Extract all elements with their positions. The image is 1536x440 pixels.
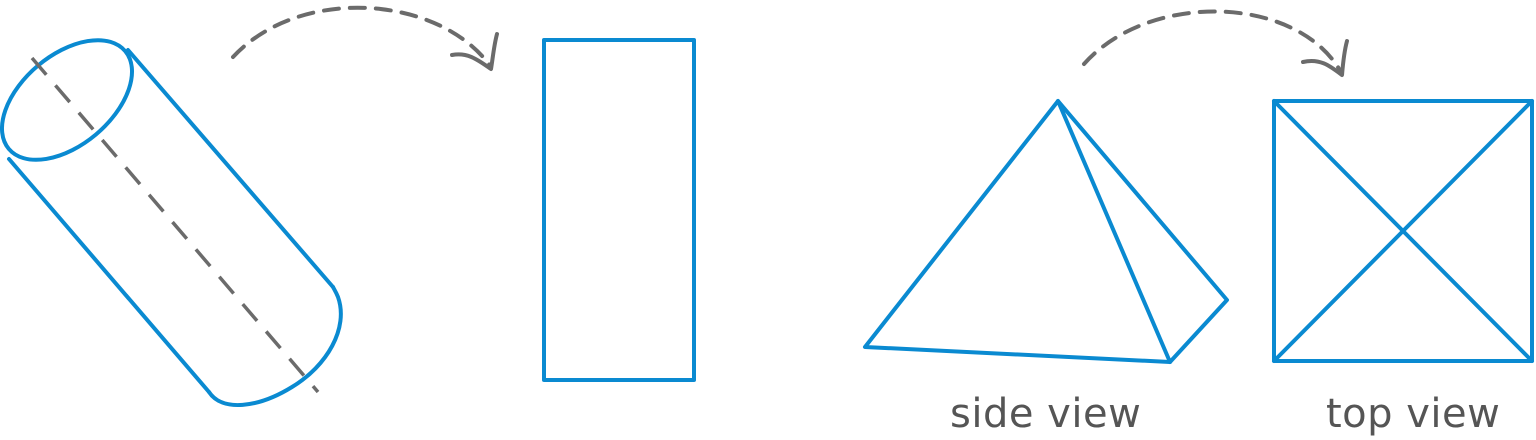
top-view-label: top view xyxy=(1326,391,1501,437)
side-view-label: side view xyxy=(950,391,1142,437)
pyramid-outline xyxy=(863,99,1229,364)
arrow-head xyxy=(1301,39,1349,77)
pyramid-inner-edge xyxy=(1056,99,1172,364)
cylinder-axis-dashed-line xyxy=(30,56,320,394)
arrow-head xyxy=(450,32,499,71)
arrow-arc xyxy=(1082,9,1344,76)
tilted-cylinder xyxy=(0,38,343,408)
cylinder-top-ellipse xyxy=(0,38,135,162)
cylinder-bottom-arc xyxy=(207,285,343,408)
cylinder-right-edge xyxy=(126,48,335,289)
arrow-arc xyxy=(231,5,493,69)
square-outline xyxy=(1272,99,1534,363)
curved-dashed-arrow-icon xyxy=(231,5,499,71)
pyramid-side-view xyxy=(863,99,1229,364)
cylinder-left-edge xyxy=(7,157,211,394)
curved-dashed-arrow-icon xyxy=(1082,9,1349,77)
square-top-view xyxy=(1272,99,1534,363)
rectangle-projection xyxy=(542,38,696,382)
square-diagonal-2 xyxy=(1272,99,1534,363)
